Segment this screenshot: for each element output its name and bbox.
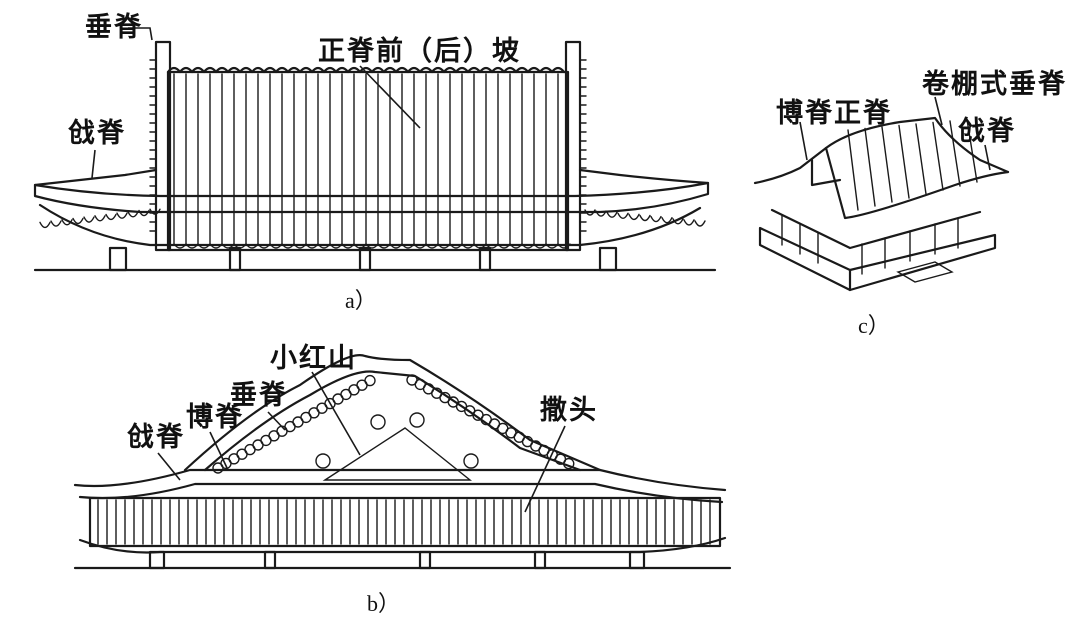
steps-c — [896, 261, 954, 283]
columns-b — [148, 550, 646, 570]
ridge-post-notches-a — [149, 59, 587, 232]
boji-line-b — [73, 468, 727, 492]
eave-tiles-b — [88, 496, 722, 548]
label-chuiji-b: 垂脊 — [230, 380, 288, 411]
leader-qiangji-b — [157, 452, 181, 481]
boji-lower-b — [78, 482, 724, 504]
label-xiaohongshan-b: 小红山 — [270, 342, 357, 374]
eave-body-a — [33, 181, 710, 214]
label-juanpeng-chuiji-c: 卷棚式垂脊 — [922, 69, 1067, 100]
gable-scallops-b — [212, 374, 575, 474]
roof-eave-c — [753, 146, 1010, 220]
roof-ridge-c — [824, 116, 1010, 174]
leader-slope-a — [359, 65, 421, 129]
tile-rows-a — [173, 73, 571, 249]
roof-tile-lines-c — [847, 118, 978, 211]
hip-ridge-right-a — [578, 168, 710, 185]
label-chuiji-a: 垂脊 — [85, 12, 143, 43]
caption-b: b） — [367, 591, 400, 616]
tile-rows-b — [97, 499, 711, 545]
leader-satou-b — [524, 425, 566, 513]
leader-xiaohongshan-b — [311, 371, 361, 456]
leader-chuiji-a — [128, 27, 153, 41]
gable-outer-b — [183, 354, 602, 472]
leader-qiangji-c — [984, 144, 991, 171]
wall-line-c — [770, 208, 982, 250]
leader-chuiji-b — [267, 411, 286, 431]
platform-c — [758, 226, 997, 292]
right-vertical-ridge-a — [564, 40, 582, 252]
leader-boji-zhengji-c — [799, 121, 808, 161]
caption-a: a） — [345, 288, 377, 313]
leader-qiangji-a — [91, 149, 96, 179]
hip-ridge-left-a — [33, 168, 158, 187]
eave-bottom-b — [78, 536, 727, 554]
leader-juanpeng-c — [934, 96, 943, 126]
columns-c — [781, 214, 959, 275]
label-satou-b: 撒头 — [540, 395, 598, 426]
leader-boji-b — [209, 431, 229, 471]
ridge-scallop-a — [166, 66, 566, 74]
figure-c: 博脊正脊 卷棚式垂脊 戗脊 c） — [753, 69, 1067, 338]
caption-c: c） — [858, 313, 890, 338]
label-boji-b: 博脊 — [186, 401, 244, 433]
figure-b: 小红山 垂脊 博脊 戗脊 撒头 b） — [73, 342, 732, 616]
left-vertical-ridge-a — [154, 40, 172, 252]
label-zhengji-slope-a: 正脊前（后）坡 — [318, 35, 521, 67]
label-qiangji-c: 戗脊 — [958, 116, 1016, 147]
label-boji-zhengji-c: 博脊正脊 — [776, 97, 892, 129]
gable-c — [810, 158, 842, 187]
columns-a — [108, 246, 618, 272]
figure-a: 垂脊 正脊前（后）坡 戗脊 a） — [33, 12, 717, 313]
label-qiangji-b: 戗脊 — [127, 422, 185, 453]
xiaohongshan-triangle-b — [322, 427, 472, 481]
roof-slope-a — [166, 70, 570, 252]
flower-ornaments-b — [315, 412, 479, 469]
label-qiangji-a: 戗脊 — [68, 118, 126, 149]
